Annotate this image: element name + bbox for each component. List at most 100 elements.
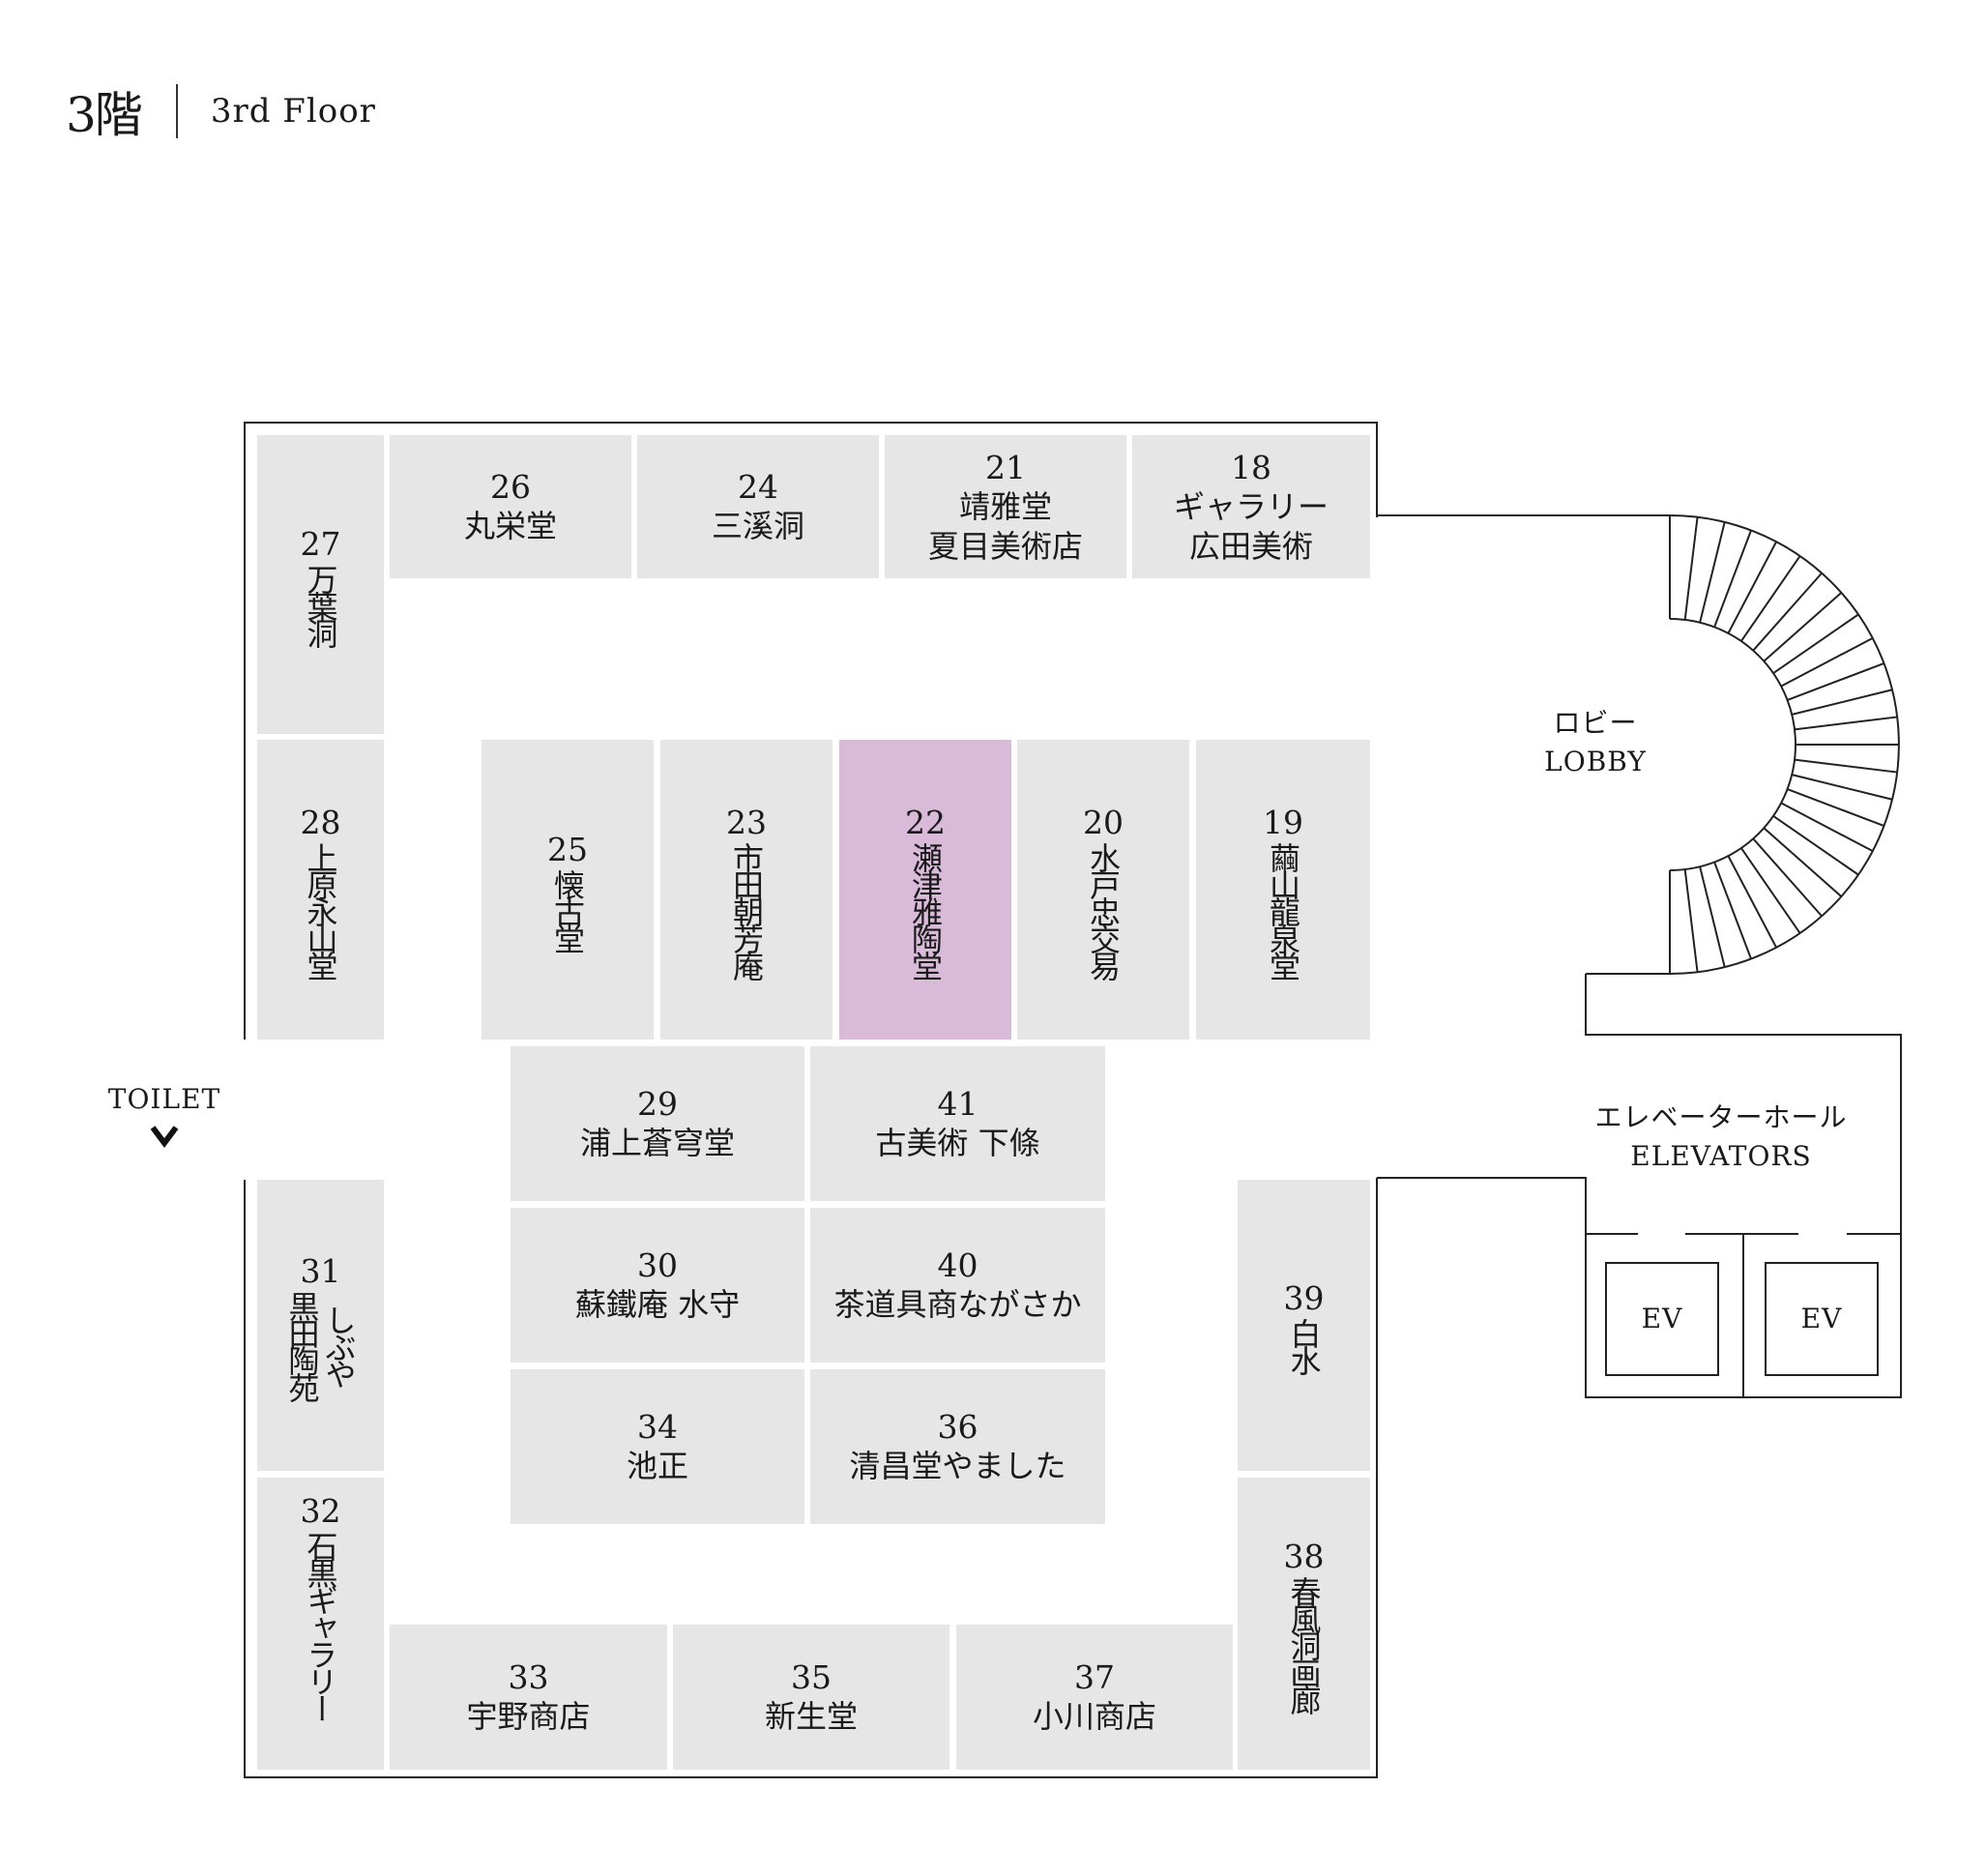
booth-name: 宇野商店 — [466, 1698, 591, 1735]
stair-tread — [1699, 865, 1726, 968]
stair-tread — [1752, 572, 1823, 652]
stair-tread — [1727, 541, 1778, 634]
stair-treads — [1683, 516, 1899, 973]
booth-number: 21 — [985, 448, 1026, 486]
booth-number: 31 — [300, 1252, 341, 1290]
booth-name-line2: 広田美術 — [1188, 527, 1313, 565]
stair-landing — [1377, 974, 1902, 1398]
booth-number: 28 — [300, 803, 341, 841]
elevator-1-box — [1605, 1262, 1719, 1376]
booth-number: 24 — [738, 468, 778, 506]
booth-number: 26 — [490, 468, 531, 506]
stair-tread — [1791, 689, 1893, 716]
elevator-1-label: EV — [1641, 1303, 1683, 1334]
stair-tread — [1780, 636, 1874, 688]
booth-number: 35 — [791, 1658, 832, 1696]
outer-wall-bottom — [244, 1178, 1378, 1778]
booth-name: 浦上蒼穹堂 — [579, 1125, 735, 1161]
staircase-inner-arc — [1669, 618, 1796, 871]
stair-tread — [1787, 662, 1884, 701]
booth-number: 34 — [637, 1408, 678, 1446]
booth-number: 29 — [637, 1085, 678, 1123]
booth-name: 新生堂 — [764, 1698, 858, 1735]
booth-name: 茶道具商ながさか — [833, 1286, 1082, 1323]
booth-name: 水戸忠交易 — [1085, 841, 1122, 978]
booth-name: 蘇鐵庵 水守 — [574, 1286, 741, 1323]
stair-tread — [1794, 716, 1898, 731]
booth-number: 40 — [937, 1246, 978, 1284]
booth-number: 32 — [300, 1492, 341, 1530]
booth-number: 18 — [1231, 448, 1271, 486]
booth-31[interactable]: 31 しぶや 黒田陶苑 — [257, 1180, 384, 1471]
stair-tread — [1713, 862, 1752, 959]
booth-name: 池正 — [626, 1448, 688, 1484]
stair-tread — [1683, 868, 1699, 973]
booth-name-line1: しぶや — [320, 1304, 358, 1386]
stair-tread — [1713, 530, 1752, 628]
booth-name-line1: ギャラリー — [1173, 487, 1329, 525]
booth-name: 春風洞画廊 — [1285, 1575, 1323, 1712]
booth-number: 41 — [937, 1085, 978, 1123]
stair-tread — [1791, 774, 1893, 801]
booth-name: 繭山龍泉堂 — [1265, 841, 1301, 978]
booth-number: 19 — [1263, 803, 1303, 841]
booth-number: 25 — [547, 830, 588, 868]
booth-number: 22 — [905, 803, 946, 841]
lobby-label-jp: ロビー — [1553, 707, 1638, 739]
elevator-2-box — [1765, 1262, 1879, 1376]
stair-tread — [1740, 555, 1801, 642]
booth-number: 38 — [1283, 1537, 1325, 1575]
booth-name: 市田朝芳庵 — [728, 841, 765, 978]
stair-tread — [1740, 847, 1801, 934]
booth-number: 33 — [508, 1658, 549, 1696]
booth-name: 清昌堂やました — [849, 1448, 1066, 1484]
stair-tread — [1752, 837, 1823, 918]
booth-name-line1: 靖雅堂 — [958, 487, 1052, 525]
outer-wall-top — [244, 422, 1378, 1040]
booth-name-line2: 黒田陶苑 — [283, 1291, 321, 1399]
booth-name: 万葉洞 — [302, 564, 339, 645]
booth-name-line2: 夏目美術店 — [927, 527, 1083, 565]
booth-number: 20 — [1083, 803, 1124, 841]
booth-name: 懐古堂 — [549, 868, 586, 951]
booth-number: 37 — [1074, 1658, 1115, 1696]
booth-name: 丸栄堂 — [463, 508, 557, 544]
elevator-2-label: EV — [1800, 1303, 1843, 1334]
stair-tread — [1727, 855, 1778, 949]
stair-tread — [1683, 516, 1699, 621]
elevator-hall-label: エレベーターホール ELEVATORS — [1576, 1099, 1866, 1176]
toilet-label: TOILET — [107, 1083, 221, 1115]
booth-number: 30 — [637, 1246, 678, 1284]
floor-title-jp: 3階 — [66, 87, 143, 143]
booth-name: 瀬津雅陶堂 — [907, 841, 944, 978]
lobby-label-en: LOBBY — [1544, 746, 1647, 777]
booth-name: 白水 — [1285, 1318, 1323, 1372]
lobby-label: ロビー LOBBY — [1518, 704, 1673, 781]
booth-number: 36 — [937, 1408, 978, 1446]
stair-tread — [1699, 521, 1726, 624]
booth-name: 上原永山堂 — [302, 841, 339, 978]
